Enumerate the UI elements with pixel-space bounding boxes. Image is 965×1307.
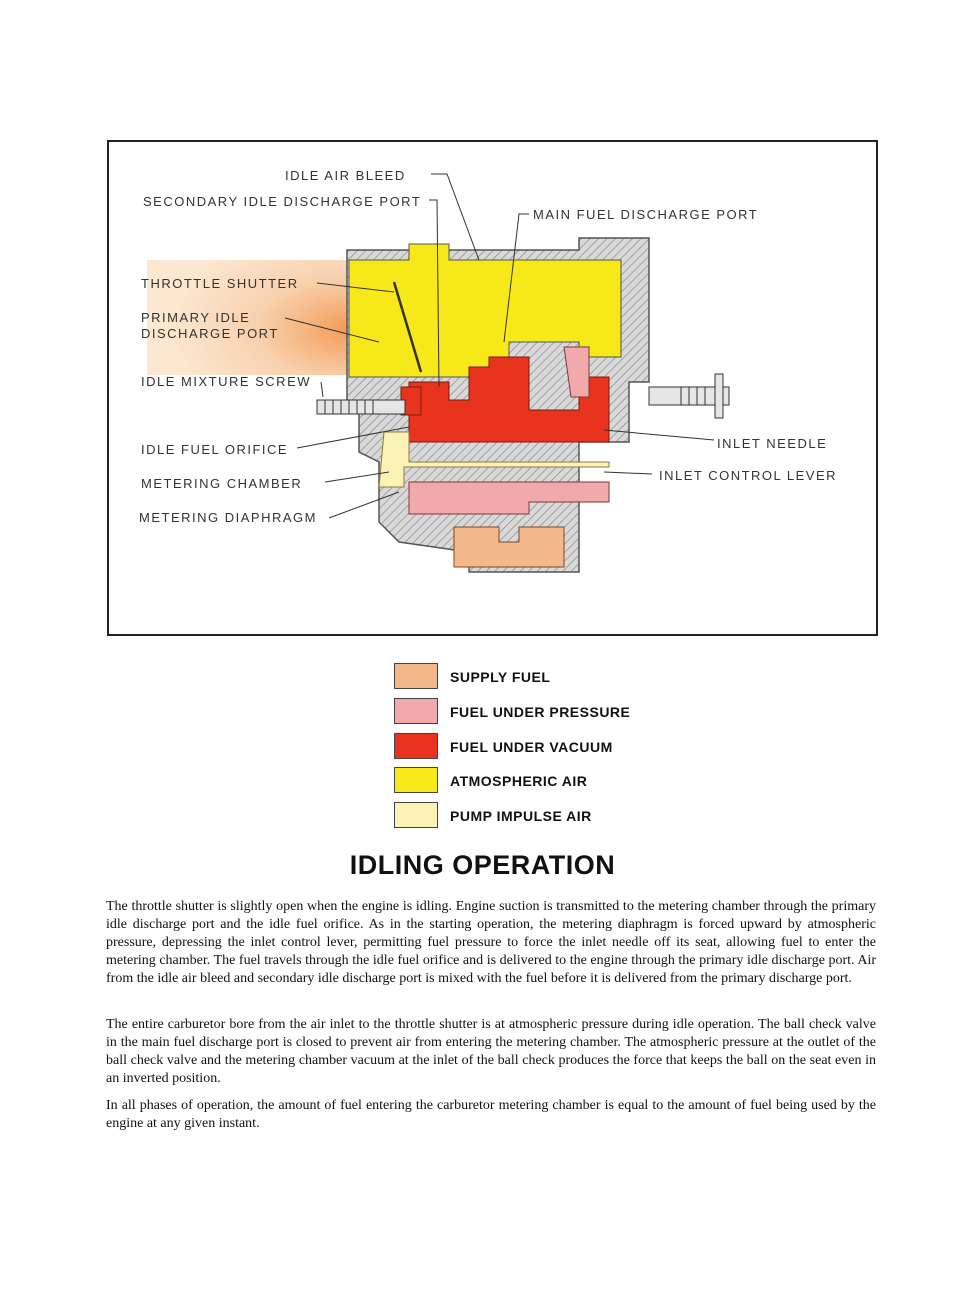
body-paragraph: The throttle shutter is slightly open wh… bbox=[106, 899, 876, 986]
label-primary-idle-line2: DISCHARGE PORT bbox=[141, 326, 279, 341]
legend-item-fuel-under-vacuum: FUEL UNDER VACUUM bbox=[394, 733, 694, 761]
label-leader-lines bbox=[284, 173, 715, 519]
air-intake bbox=[147, 260, 347, 375]
legend-swatch bbox=[394, 802, 438, 828]
legend-swatch bbox=[394, 733, 438, 759]
legend-label: FUEL UNDER PRESSURE bbox=[450, 704, 631, 720]
legend-label: SUPPLY FUEL bbox=[450, 669, 551, 685]
label-metering-chamber: METERING CHAMBER bbox=[141, 476, 303, 491]
supply-fuel-region bbox=[453, 526, 565, 568]
inlet-screw-illustration bbox=[648, 373, 730, 419]
label-idle-mixture-screw: IDLE MIXTURE SCREW bbox=[141, 374, 312, 389]
legend-item-atmospheric-air: ATMOSPHERIC AIR bbox=[394, 767, 694, 795]
section-title: IDLING OPERATION bbox=[349, 850, 616, 880]
label-idle-fuel-orifice: IDLE FUEL ORIFICE bbox=[141, 442, 289, 457]
label-inlet-needle: INLET NEEDLE bbox=[717, 436, 828, 451]
pump-impulse-air-region bbox=[378, 431, 610, 488]
label-metering-diaphragm: METERING DIAPHRAGM bbox=[139, 510, 317, 525]
carburetor-cutaway-illustration bbox=[147, 173, 730, 573]
body-paragraph: The entire carburetor bore from the air … bbox=[106, 1017, 876, 1086]
label-secondary-idle-discharge-port: SECONDARY IDLE DISCHARGE PORT bbox=[143, 194, 422, 209]
fuel-under-pressure-region bbox=[408, 346, 610, 515]
label-idle-air-bleed: IDLE AIR BLEED bbox=[285, 168, 406, 183]
throttle-shutter-illustration bbox=[392, 281, 423, 373]
legend-swatch bbox=[394, 767, 438, 793]
legend-label: FUEL UNDER VACUUM bbox=[450, 739, 613, 755]
legend-label: PUMP IMPULSE AIR bbox=[450, 808, 592, 824]
legend-item-pump-impulse-air: PUMP IMPULSE AIR bbox=[394, 802, 694, 830]
label-inlet-control-lever: INLET CONTROL LEVER bbox=[659, 468, 838, 483]
label-main-fuel-discharge-port: MAIN FUEL DISCHARGE PORT bbox=[533, 207, 759, 222]
legend-swatch bbox=[394, 698, 438, 724]
carburetor-diagram: IDLE AIR BLEED SECONDARY IDLE DISCHARGE … bbox=[107, 140, 878, 636]
fuel-under-vacuum-region bbox=[400, 356, 610, 443]
legend-item-supply-fuel: SUPPLY FUEL bbox=[394, 663, 694, 691]
legend-label: ATMOSPHERIC AIR bbox=[450, 773, 588, 789]
label-throttle-shutter: THROTTLE SHUTTER bbox=[141, 276, 299, 291]
idle-mixture-screw-illustration bbox=[316, 399, 406, 415]
label-primary-idle-line1: PRIMARY IDLE bbox=[141, 310, 251, 325]
legend-swatch bbox=[394, 663, 438, 689]
legend-item-fuel-under-pressure: FUEL UNDER PRESSURE bbox=[394, 698, 694, 726]
body-paragraph: In all phases of operation, the amount o… bbox=[106, 1098, 876, 1131]
